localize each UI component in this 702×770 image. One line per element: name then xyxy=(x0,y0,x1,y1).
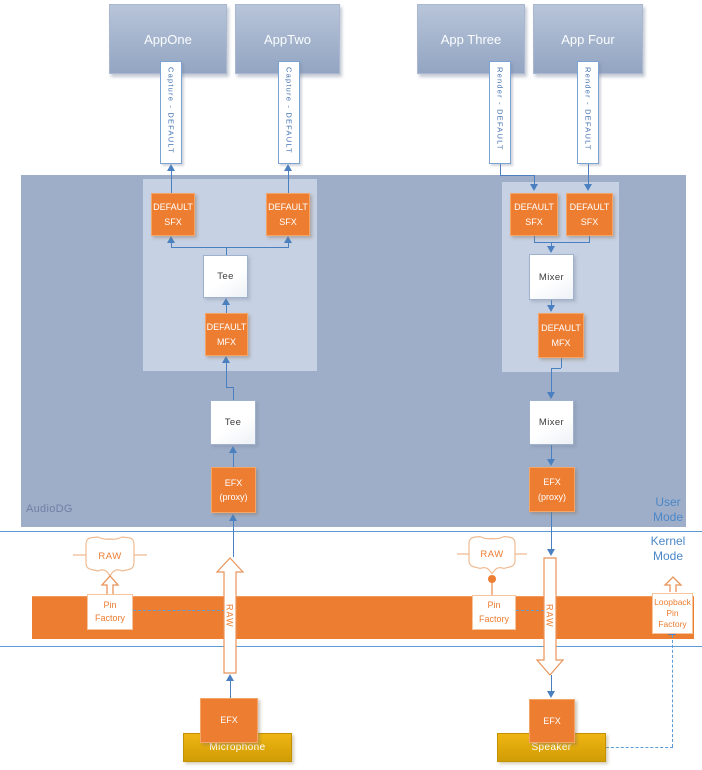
mixer-join-line xyxy=(534,242,590,243)
arrowhead-down-icon xyxy=(547,246,555,253)
arrowhead-down-icon xyxy=(547,305,555,312)
default-sfx-box: DEFAULT SFX xyxy=(266,193,310,236)
flow-line xyxy=(233,453,234,467)
flow-line xyxy=(561,358,562,368)
flow-line xyxy=(233,521,234,557)
capture-pipe-label: Capture - DEFAULT xyxy=(284,67,294,154)
raw-capture-stream-label: RAW xyxy=(225,604,235,628)
arrowhead-up-icon xyxy=(167,164,175,171)
raw-pin-shape-capture: RAW xyxy=(73,536,147,578)
flow-line xyxy=(551,368,552,392)
flow-line xyxy=(500,175,534,176)
mic-efx-box: EFX xyxy=(200,698,258,743)
raw-render-stream-arrow-down-icon: RAW xyxy=(536,557,564,676)
arrowhead-up-icon xyxy=(222,298,230,305)
mixer-box: Mixer xyxy=(529,400,574,445)
flow-line xyxy=(500,164,501,175)
flow-line xyxy=(288,243,289,247)
raw-render-stream-label: RAW xyxy=(545,604,555,628)
render-pin-dashed-link xyxy=(516,610,544,611)
flow-line xyxy=(588,164,589,184)
speaker-loopback-dashed-h xyxy=(606,747,673,748)
flow-line xyxy=(551,368,561,369)
raw-pin-render-label: RAW xyxy=(480,549,503,560)
pin-factory-render-box: Pin Factory xyxy=(472,595,516,630)
pin-dot-icon xyxy=(488,575,496,583)
arrowhead-down-icon xyxy=(530,184,538,191)
user-kernel-boundary-line xyxy=(0,531,702,532)
flow-line xyxy=(171,243,172,247)
render-pipe-label: Render - DEFAULT xyxy=(495,67,505,151)
flow-line xyxy=(534,236,535,242)
capture-pipe-app-one: Capture - DEFAULT xyxy=(160,61,182,164)
flow-line xyxy=(288,171,289,193)
capture-pipe-app-two: Capture - DEFAULT xyxy=(278,61,300,164)
arrowhead-up-icon xyxy=(229,446,237,453)
kernel-hardware-boundary-line xyxy=(0,646,702,647)
flow-line xyxy=(230,681,231,699)
render-pipe-label: Render - DEFAULT xyxy=(583,67,593,151)
mixer-box: Mixer xyxy=(529,254,574,300)
raw-pin-shape-render: RAW xyxy=(457,535,527,595)
default-mfx-box: DEFAULT MFX xyxy=(205,313,248,356)
default-sfx-box: DEFAULT SFX xyxy=(510,193,558,236)
default-sfx-box: DEFAULT SFX xyxy=(151,193,195,236)
flow-line xyxy=(551,512,552,549)
flow-line xyxy=(233,387,234,400)
arrowhead-down-icon xyxy=(547,459,555,466)
pin-factory-capture-arrow-up-icon xyxy=(100,575,120,594)
arrowhead-down-icon xyxy=(547,549,555,556)
speaker-efx-box: EFX xyxy=(529,699,575,743)
arrowhead-up-icon xyxy=(229,514,237,521)
flow-line xyxy=(226,363,227,387)
user-mode-label: User Mode xyxy=(652,495,684,524)
arrowhead-down-icon xyxy=(547,392,555,399)
arrowhead-up-icon xyxy=(167,236,175,243)
tee-box: Tee xyxy=(210,400,256,445)
flow-line xyxy=(551,300,552,305)
default-sfx-box: DEFAULT SFX xyxy=(566,193,613,236)
flow-line xyxy=(534,175,535,184)
audiodg-label: AudioDG xyxy=(26,503,73,515)
arrowhead-up-icon xyxy=(222,356,230,363)
render-pipe-app-four: Render - DEFAULT xyxy=(577,61,599,164)
loopback-arrow-up-icon xyxy=(663,576,683,592)
flow-line xyxy=(589,236,590,242)
flow-line xyxy=(226,247,227,255)
arrowhead-down-icon xyxy=(584,184,592,191)
arrowhead-up-icon xyxy=(284,164,292,171)
flow-line xyxy=(226,305,227,313)
pin-factory-capture-box: Pin Factory xyxy=(87,594,133,630)
raw-pin-capture-label: RAW xyxy=(98,551,121,562)
flow-line xyxy=(171,171,172,193)
capture-pin-dashed-link xyxy=(133,610,225,611)
render-pipe-app-three: Render - DEFAULT xyxy=(489,61,511,164)
tee-box: Tee xyxy=(203,255,248,298)
flow-line xyxy=(226,387,234,388)
flow-line xyxy=(551,675,552,691)
arrowhead-down-icon xyxy=(547,691,555,698)
flow-line xyxy=(551,242,552,246)
efx-proxy-box: EFX (proxy) xyxy=(529,467,575,512)
flow-line xyxy=(551,445,552,459)
arrowhead-up-icon xyxy=(284,236,292,243)
speaker-loopback-dashed-v xyxy=(672,635,673,747)
efx-proxy-box: EFX (proxy) xyxy=(211,467,256,513)
kernel-mode-label: Kernel Mode xyxy=(650,534,686,563)
tee-split-line xyxy=(171,247,289,248)
loopback-pin-factory-box: Loopback Pin Factory xyxy=(652,593,693,634)
capture-pipe-label: Capture - DEFAULT xyxy=(166,67,176,154)
arrowhead-up-icon xyxy=(226,674,234,681)
raw-capture-stream-arrow-up-icon: RAW xyxy=(216,557,244,674)
default-mfx-box: DEFAULT MFX xyxy=(538,313,584,358)
kernel-pin-bar xyxy=(32,596,694,639)
